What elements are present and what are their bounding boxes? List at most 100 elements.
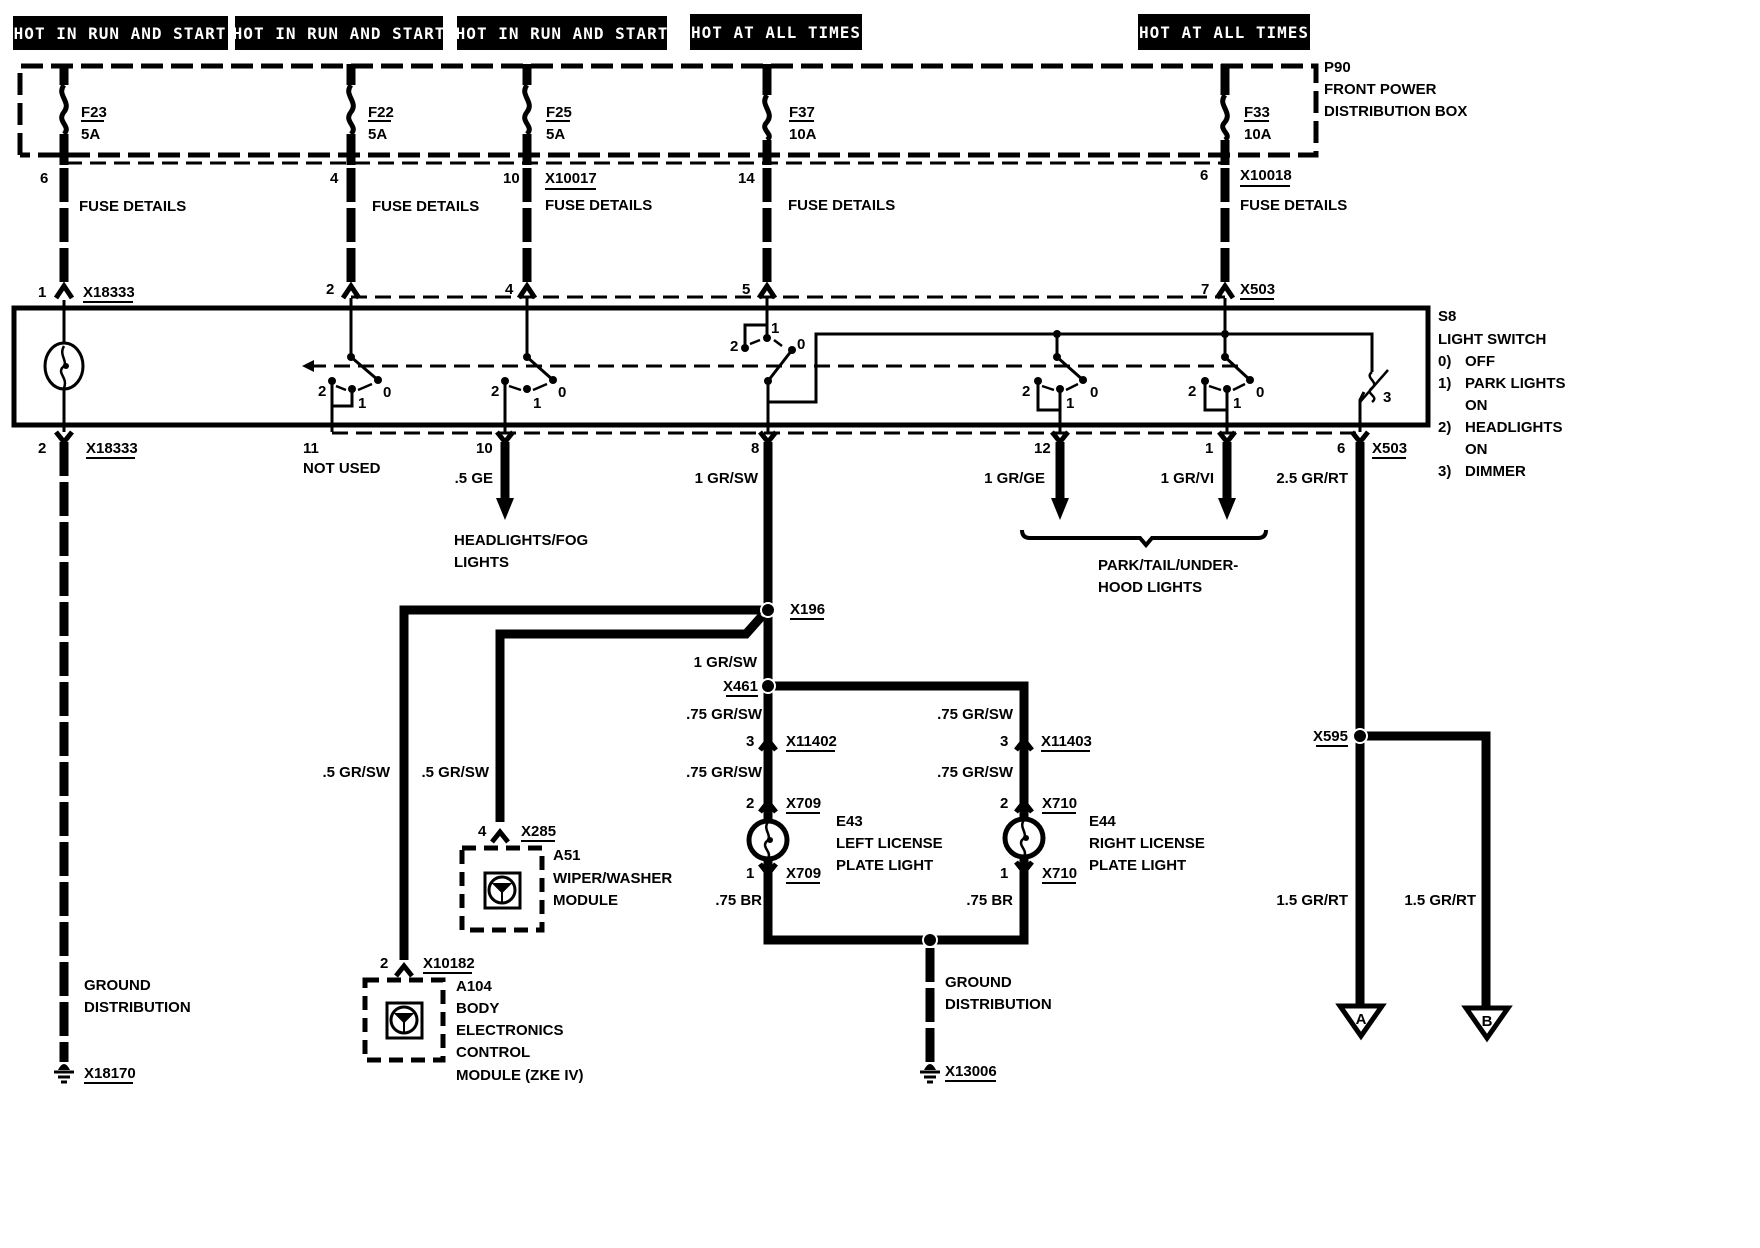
light-name: RIGHT LICENSE: [1089, 835, 1205, 852]
fuse-f33: F33 10A: [1220, 64, 1272, 165]
banner-f22: HOT IN RUN AND START: [233, 16, 446, 50]
module-name: WIPER/WASHER: [553, 870, 672, 887]
pin-label: 2: [380, 955, 388, 972]
fuse-id: F33: [1244, 104, 1270, 121]
position-num: 1): [1438, 375, 1451, 392]
fuse-id: F23: [81, 104, 107, 121]
fuse-rating: 10A: [789, 126, 817, 143]
fuse-connector: X10018: [1240, 167, 1292, 184]
svg-text:1: 1: [358, 395, 366, 412]
wire-label: 1 GR/GE: [984, 470, 1045, 487]
switch-input-pins: 1 X18333 2 4 5 7 X503: [38, 281, 1275, 303]
svg-text:1: 1: [771, 320, 779, 337]
terminal-b-icon: B: [1461, 1005, 1513, 1043]
ground-label: DISTRIBUTION: [84, 999, 191, 1016]
light-name: LEFT LICENSE: [836, 835, 943, 852]
ground-label: GROUND: [84, 977, 151, 994]
fuse-details-link[interactable]: FUSE DETAILS: [788, 197, 895, 214]
fuse-details-link[interactable]: FUSE DETAILS: [79, 198, 186, 215]
connector-id: X11403: [1041, 733, 1092, 750]
wire-label: .75 GR/SW: [937, 706, 1014, 723]
fuse-rating: 5A: [546, 126, 565, 143]
fuse-details-link[interactable]: FUSE DETAILS: [372, 198, 479, 215]
wire-label: .75 BR: [966, 892, 1013, 909]
connector-id: X10182: [423, 955, 475, 972]
fuse-id: F22: [368, 104, 394, 121]
svg-text:2: 2: [318, 383, 326, 400]
light-name: PLATE LIGHT: [836, 857, 933, 874]
pin-label: 3: [746, 733, 754, 750]
wire-label: 1.5 GR/RT: [1404, 892, 1476, 909]
output-pin: 8: [751, 440, 759, 457]
fuse-id: F25: [546, 104, 572, 121]
output-note: NOT USED: [303, 460, 381, 477]
banner-f23: HOT IN RUN AND START: [13, 16, 228, 50]
switch-in-connector: X18333: [83, 284, 135, 301]
wire-label: .5 GE: [455, 470, 493, 487]
link-arrow-icon: [302, 360, 314, 372]
position-num: 0): [1438, 353, 1451, 370]
position-text: ON: [1465, 441, 1488, 458]
light-id: E44: [1089, 813, 1116, 830]
license-light-left: .75 GR/SW 3 X11402 .75 GR/SW 2 X709 E43 …: [686, 706, 943, 909]
destination-label: LIGHTS: [454, 554, 509, 571]
ground-icon: [54, 1064, 74, 1084]
destination-label: PARK/TAIL/UNDER-: [1098, 557, 1238, 574]
svg-text:0: 0: [797, 336, 805, 353]
switch-in-pin: 5: [742, 281, 750, 298]
license-ground-return: GROUND DISTRIBUTION X13006: [763, 858, 1052, 1084]
distribution-box-id: P90: [1324, 59, 1351, 76]
down-arrow-icon: [1051, 498, 1069, 520]
module-id: A51: [553, 847, 581, 864]
connector-id: X709: [786, 795, 821, 812]
connector-id: X709: [786, 865, 821, 882]
switch-contact-park-2: 2 1 0: [1188, 298, 1264, 432]
wire-label: .75 GR/SW: [686, 706, 763, 723]
switch-contact-f37: 2 1 0: [730, 298, 1374, 432]
connector-id: X11402: [786, 733, 837, 750]
switch-output-labels: 2 X18333 11 NOT USED 10 .5 GE 8 1 GR/SW …: [38, 440, 1407, 487]
pin-label: 4: [478, 823, 487, 840]
fuse-out-pin: 6: [1200, 167, 1208, 184]
wire-label: 2.5 GR/RT: [1276, 470, 1348, 487]
connector-id: X710: [1042, 795, 1077, 812]
position-text: DIMMER: [1465, 463, 1526, 480]
light-switch-outline: [11, 305, 1431, 428]
brace: [1020, 529, 1268, 549]
fuse-rating: 5A: [81, 126, 100, 143]
lamp-icon: [1002, 816, 1046, 860]
pin-label: 2: [746, 795, 754, 812]
terminal-a-icon: A: [1335, 1003, 1387, 1041]
splice-x196: X196 1 GR/SW .5 GR/SW .5 GR/SW: [322, 601, 825, 960]
fuse-details-link[interactable]: FUSE DETAILS: [545, 197, 652, 214]
output-pin: 12: [1034, 440, 1051, 457]
fuse-details-link[interactable]: FUSE DETAILS: [1240, 197, 1347, 214]
module-id: A104: [456, 978, 493, 995]
pin-label: 1: [1000, 865, 1008, 882]
output-connector-symbols: [54, 430, 1370, 447]
module-name: MODULE (ZKE IV): [456, 1067, 584, 1084]
banner-label: HOT IN RUN AND START: [14, 24, 227, 43]
pin-label: 2: [1000, 795, 1008, 812]
ground-connector: X13006: [945, 1063, 997, 1080]
svg-text:0: 0: [383, 384, 391, 401]
banner-label: HOT IN RUN AND START: [233, 24, 446, 43]
switch-in-pin: 1: [38, 284, 46, 301]
module-a51: 4 X285 A51 WIPER/WASHER MODULE: [459, 823, 672, 933]
ground-label: GROUND: [945, 974, 1012, 991]
fuse-f22: F22 5A: [346, 64, 394, 165]
ground-connector: X18170: [84, 1065, 136, 1082]
fuse-out-pin: 4: [330, 170, 339, 187]
splice-id: X196: [790, 601, 825, 618]
output-pin: 11: [303, 440, 319, 457]
output-connector: X18333: [86, 440, 138, 457]
wire-label: .75 GR/SW: [937, 764, 1014, 781]
svg-text:2: 2: [730, 338, 738, 355]
module-a104: 2 X10182 A104 BODY ELECTRONICS CONTROL M…: [362, 955, 584, 1084]
svg-text:2: 2: [1188, 383, 1196, 400]
ground-left: GROUND DISTRIBUTION X18170: [54, 977, 191, 1084]
license-light-right: .75 GR/SW 3 X11403 .75 GR/SW 2 X710 E44 …: [937, 706, 1205, 909]
module-name: MODULE: [553, 892, 618, 909]
position-num: 2): [1438, 419, 1451, 436]
pin-label: 1: [746, 865, 754, 882]
